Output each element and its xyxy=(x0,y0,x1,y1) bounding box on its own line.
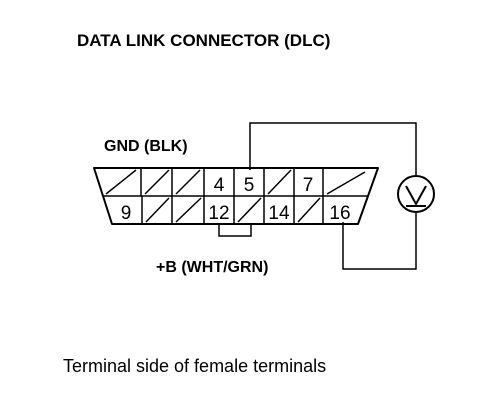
diagram-caption: Terminal side of female terminals xyxy=(63,356,326,376)
terminal-9: 9 xyxy=(121,203,132,224)
connector-body xyxy=(93,167,379,225)
terminal-14: 14 xyxy=(268,203,290,224)
terminal-12: 12 xyxy=(208,203,229,224)
bottom-row-dividers xyxy=(141,196,324,224)
unused-terminal-hatches-top xyxy=(105,169,366,195)
terminal-16: 16 xyxy=(329,203,350,224)
connector-lock-tab xyxy=(218,224,252,237)
gnd-label: GND (BLK) xyxy=(104,138,188,155)
terminal-5: 5 xyxy=(244,175,255,196)
battery-positive-label: +B (WHT/GRN) xyxy=(156,259,268,276)
top-row-dividers xyxy=(140,168,324,196)
gnd-wire xyxy=(249,122,417,176)
terminal-7: 7 xyxy=(303,175,314,196)
unused-terminal-hatches-bottom xyxy=(145,197,321,223)
diagram-title: DATA LINK CONNECTOR (DLC) xyxy=(77,31,330,50)
voltmeter-icon xyxy=(397,175,435,213)
battery-wire xyxy=(342,213,417,270)
terminal-4: 4 xyxy=(214,175,225,196)
